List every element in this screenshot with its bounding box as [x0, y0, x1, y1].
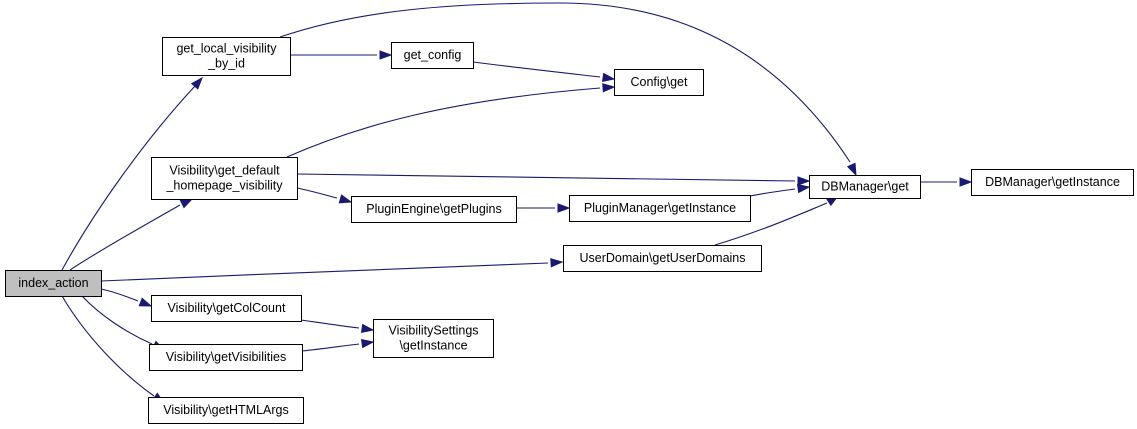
- node-dbmanager-getinstance[interactable]: DBManager\getInstance: [971, 169, 1134, 196]
- nodes-layer: index_actionget_local_visibility_by_idge…: [5, 37, 1134, 424]
- node-index-action[interactable]: index_action: [5, 270, 102, 297]
- node-label-line: PluginEngine\getPlugins: [366, 202, 502, 216]
- node-label-line: _homepage_visibility: [165, 179, 283, 193]
- edge-visibility_getvisibilities-to-visibilitysettings_getinstance: [301, 338, 375, 352]
- edge-visibility_getcolcount-to-visibilitysettings_getinstance: [300, 319, 375, 334]
- node-box: [373, 319, 494, 358]
- edges-layer: [61, 2, 973, 404]
- edge-arrowhead: [360, 338, 375, 349]
- node-label-line: DBManager\get: [821, 180, 909, 194]
- node-label-line: UserDomain\getUserDomains: [579, 251, 745, 265]
- node-box: [151, 295, 302, 322]
- edge-line: [279, 2, 851, 163]
- node-box: [151, 157, 298, 200]
- edge-arrowhead: [959, 177, 973, 187]
- node-label-line: DBManager\getInstance: [985, 175, 1120, 189]
- edge-arrowhead: [557, 203, 571, 213]
- edge-index_action-to-userdomain_getuserdomains: [100, 258, 564, 282]
- edge-line: [300, 319, 360, 329]
- node-label-line: index_action: [18, 276, 88, 290]
- node-label-line: Visibility\getColCount: [168, 301, 286, 315]
- edge-line: [69, 204, 181, 271]
- edge-line: [472, 61, 601, 78]
- node-visibilitysettings-getinstance[interactable]: VisibilitySettings\getInstance: [373, 319, 494, 358]
- node-label-line: get_config: [404, 48, 462, 62]
- node-box: [148, 397, 304, 424]
- edge-line: [81, 295, 153, 345]
- node-box: [351, 196, 517, 223]
- node-box: [162, 37, 291, 76]
- edge-arrowhead: [796, 183, 811, 194]
- node-box: [569, 195, 751, 222]
- node-visibility-get-default-homepage-visibility[interactable]: Visibility\get_default_homepage_visibili…: [151, 157, 298, 200]
- edge-index_action-to-visibility_getcolcount: [100, 288, 153, 307]
- node-pluginengine-getplugins[interactable]: PluginEngine\getPlugins: [351, 196, 517, 223]
- node-box: [563, 245, 762, 272]
- edge-arrowhead: [138, 297, 153, 307]
- edge-arrowhead: [179, 198, 194, 209]
- edge-pluginengine_getplugins-to-pluginmanager_getinstance: [516, 203, 571, 213]
- node-label-line: Config\get: [631, 75, 689, 89]
- edge-arrowhead: [338, 194, 353, 204]
- node-label-line: VisibilitySettings: [388, 324, 478, 338]
- node-label-line: \getInstance: [399, 339, 467, 353]
- node-box: [971, 169, 1134, 196]
- edge-arrowhead: [602, 83, 616, 93]
- edge-arrowhead: [379, 50, 393, 60]
- node-box: [5, 270, 102, 297]
- edge-line: [61, 85, 196, 271]
- node-userdomain-getuserdomains[interactable]: UserDomain\getUserDomains: [563, 245, 762, 272]
- node-visibility-getcolcount[interactable]: Visibility\getColCount: [151, 295, 302, 322]
- edge-line: [714, 202, 828, 246]
- node-box: [614, 69, 704, 96]
- node-label-line: get_local_visibility: [176, 42, 277, 56]
- node-box: [809, 175, 921, 199]
- edge-get_local_visibility_by_id-to-get_config: [290, 50, 393, 60]
- edge-index_action-to-visibility_gethtmlargs: [61, 295, 166, 404]
- edge-visibility_get_default_homepage_visibility-to-pluginengine_getplugins: [296, 187, 353, 204]
- edge-arrowhead: [846, 162, 857, 177]
- node-visibility-getvisibilities[interactable]: Visibility\getVisibilities: [149, 344, 303, 371]
- edge-visibility_get_default_homepage_visibility-to-dbmanager_get: [296, 173, 811, 186]
- edge-line: [100, 288, 139, 302]
- edge-line: [301, 343, 360, 352]
- edge-arrowhead: [550, 258, 564, 268]
- node-box: [391, 42, 474, 69]
- node-label-line: Visibility\getVisibilities: [166, 350, 286, 364]
- edge-dbmanager_get-to-dbmanager_getinstance: [920, 177, 973, 187]
- node-dbmanager-get[interactable]: DBManager\get: [809, 175, 921, 199]
- edge-arrowhead: [360, 323, 375, 334]
- node-label-line: _by_id: [207, 57, 245, 71]
- edge-get_local_visibility_by_id-to-dbmanager_get: [279, 2, 857, 177]
- node-label-line: PluginManager\getInstance: [584, 201, 736, 215]
- edge-line: [749, 188, 796, 197]
- edge-arrowhead: [601, 72, 616, 83]
- edge-get_config-to-config_get: [472, 61, 616, 83]
- edge-index_action-to-get_local_visibility_by_id: [61, 76, 203, 271]
- node-label-line: Visibility\getHTMLArgs: [163, 403, 289, 417]
- edge-line: [286, 87, 601, 158]
- edge-arrowhead: [190, 76, 203, 90]
- edge-line: [100, 262, 549, 282]
- edge-line: [296, 187, 338, 199]
- edge-visibility_get_default_homepage_visibility-to-config_get: [286, 83, 616, 158]
- node-box: [149, 344, 303, 371]
- edge-index_action-to-visibility_get_default_homepage_visibility: [69, 198, 194, 271]
- edge-line: [61, 295, 155, 397]
- node-get-config[interactable]: get_config: [391, 42, 474, 69]
- node-config-get[interactable]: Config\get: [614, 69, 704, 96]
- node-pluginmanager-getinstance[interactable]: PluginManager\getInstance: [569, 195, 751, 222]
- edge-pluginmanager_getinstance-to-dbmanager_get: [749, 183, 811, 197]
- node-visibility-gethtmlargs[interactable]: Visibility\getHTMLArgs: [148, 397, 304, 424]
- node-label-line: Visibility\get_default: [169, 164, 280, 178]
- edge-line: [296, 173, 796, 182]
- node-get-local-visibility-by-id[interactable]: get_local_visibility_by_id: [162, 37, 291, 76]
- edge-arrowhead: [797, 176, 811, 186]
